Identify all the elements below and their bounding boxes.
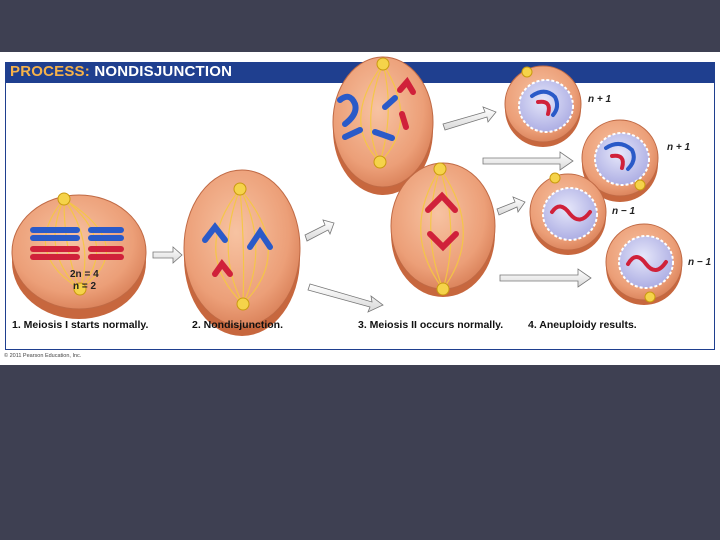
arrow-icon bbox=[304, 219, 335, 242]
step-label-1: 1. Meiosis I starts normally. bbox=[12, 319, 149, 331]
arrow-icon bbox=[499, 268, 592, 288]
chromosome-blue bbox=[337, 93, 398, 141]
diagram bbox=[11, 56, 683, 336]
chromosome-pair-red bbox=[30, 246, 124, 260]
cell-meiosis-ii-top bbox=[332, 56, 434, 195]
spindle-pole-icon bbox=[376, 57, 390, 71]
spindle-pole-icon bbox=[433, 162, 447, 176]
cell-nondisjunction bbox=[183, 169, 301, 336]
figure-frame bbox=[5, 83, 715, 350]
arrow-icon bbox=[442, 106, 497, 131]
gamete-n-plus-1-top bbox=[504, 65, 582, 147]
spindle-pole-icon bbox=[57, 192, 71, 206]
step-label-3: 3. Meiosis II occurs normally. bbox=[358, 319, 504, 331]
step-label-4: 4. Aneuploidy results. bbox=[528, 319, 637, 331]
chromosome-red bbox=[425, 191, 459, 252]
spindle-pole-icon bbox=[436, 282, 450, 296]
spindle-pole-icon bbox=[73, 282, 87, 296]
result-label-3: n − 1 bbox=[612, 206, 636, 217]
step-label-2: 2. Nondisjunction. bbox=[192, 319, 283, 331]
chromosome-pair-blue bbox=[30, 227, 124, 241]
arrow-icon bbox=[152, 246, 183, 264]
figure-panel: PROCESS: NONDISJUNCTION bbox=[0, 52, 720, 365]
result-label-1: n + 1 bbox=[588, 94, 612, 105]
spindle-pole-icon bbox=[236, 297, 250, 311]
copyright-notice: © 2011 Pearson Education, Inc. bbox=[4, 353, 82, 359]
arrow-icon bbox=[496, 196, 526, 216]
spindle-pole-icon bbox=[373, 155, 387, 169]
arrow-icon bbox=[482, 151, 574, 171]
gamete-n-minus-1-bottom bbox=[605, 223, 683, 305]
arrow-icon bbox=[307, 283, 384, 313]
equation-diploid: 2n = 4 bbox=[70, 269, 99, 280]
result-label-4: n − 1 bbox=[688, 257, 712, 268]
result-label-2: n + 1 bbox=[667, 142, 691, 153]
cell-meiosis-ii-bottom bbox=[390, 162, 496, 297]
figure-title: PROCESS: NONDISJUNCTION bbox=[10, 63, 232, 80]
title-prefix: PROCESS: bbox=[10, 63, 90, 80]
chromosome-red bbox=[212, 258, 233, 277]
equation-haploid: n = 2 bbox=[73, 281, 97, 292]
title-main: NONDISJUNCTION bbox=[94, 63, 233, 80]
gamete-n-minus-1-top bbox=[529, 172, 607, 255]
gamete-n-plus-1-bottom bbox=[581, 119, 659, 202]
chromosome-blue bbox=[202, 222, 273, 250]
cell-meiosis-i bbox=[11, 192, 147, 319]
spindle-pole-icon bbox=[233, 182, 247, 196]
chromosome-red bbox=[397, 76, 416, 130]
